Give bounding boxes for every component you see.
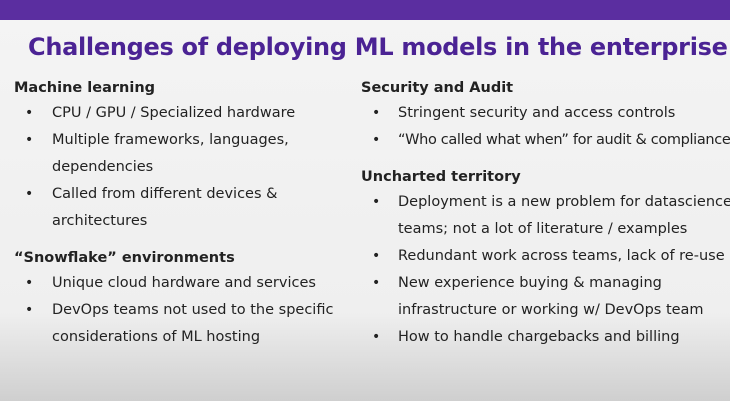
list-item-text: Unique cloud hardware and services xyxy=(52,275,316,291)
slide-title: Challenges of deploying ML models in the… xyxy=(28,33,728,61)
list-item: • CPU / GPU / Specialized hardware xyxy=(14,100,317,127)
bullet-icon: • xyxy=(372,329,381,345)
list-item: • DevOps teams not used to the specific … xyxy=(14,297,357,351)
list-item-text: Multiple frameworks, languages, dependen… xyxy=(52,132,289,175)
list-item-text: “Who called what when” for audit & compl… xyxy=(398,132,730,148)
list-item: • Unique cloud hardware and services xyxy=(14,270,357,297)
bullet-icon: • xyxy=(372,248,381,264)
machine-learning-list: • CPU / GPU / Specialized hardware • Mul… xyxy=(14,100,344,235)
bullet-icon: • xyxy=(372,275,381,291)
header-accent-bar xyxy=(0,0,730,20)
bullet-icon: • xyxy=(372,105,381,121)
section-heading-snowflake: “Snowflake” environments xyxy=(14,250,235,266)
bullet-icon: • xyxy=(372,132,380,148)
bullet-icon: • xyxy=(25,302,34,318)
list-item-text: New experience buying & managing infrast… xyxy=(398,275,704,318)
bullet-icon: • xyxy=(372,194,381,210)
list-item: • Deployment is a new problem for datasc… xyxy=(361,189,730,243)
list-item-text: Called from different devices & architec… xyxy=(52,186,278,229)
security-audit-list: • Stringent security and access controls… xyxy=(361,100,730,154)
list-item-text: CPU / GPU / Specialized hardware xyxy=(52,105,296,121)
list-item-text: DevOps teams not used to the specific co… xyxy=(52,302,334,345)
list-item-text: Deployment is a new problem for datascie… xyxy=(398,194,730,237)
bullet-icon: • xyxy=(25,132,34,148)
list-item: • How to handle chargebacks and billing xyxy=(361,324,730,351)
list-item-text: Redundant work across teams, lack of re-… xyxy=(398,248,725,264)
section-heading-machine-learning: Machine learning xyxy=(14,80,156,96)
section-heading-uncharted-territory: Uncharted territory xyxy=(361,169,521,185)
bullet-icon: • xyxy=(25,275,34,291)
bullet-icon: • xyxy=(25,105,34,121)
list-item: • “Who called what when” for audit & com… xyxy=(361,127,730,154)
bullet-icon: • xyxy=(25,186,34,202)
snowflake-list: • Unique cloud hardware and services • D… xyxy=(14,270,344,351)
list-item-text: Stringent security and access controls xyxy=(398,105,676,121)
list-item-text: How to handle chargebacks and billing xyxy=(398,329,680,345)
list-item: • Stringent security and access controls xyxy=(361,100,730,127)
right-column: Security and Audit • Stringent security … xyxy=(361,76,730,351)
list-item: • Multiple frameworks, languages, depend… xyxy=(14,127,317,181)
list-item: • New experience buying & managing infra… xyxy=(361,270,730,324)
list-item: • Called from different devices & archit… xyxy=(14,181,317,235)
section-heading-security-audit: Security and Audit xyxy=(361,80,514,96)
left-column: Machine learning • CPU / GPU / Specializ… xyxy=(14,76,344,351)
uncharted-territory-list: • Deployment is a new problem for datasc… xyxy=(361,189,730,351)
list-item: • Redundant work across teams, lack of r… xyxy=(361,243,730,270)
